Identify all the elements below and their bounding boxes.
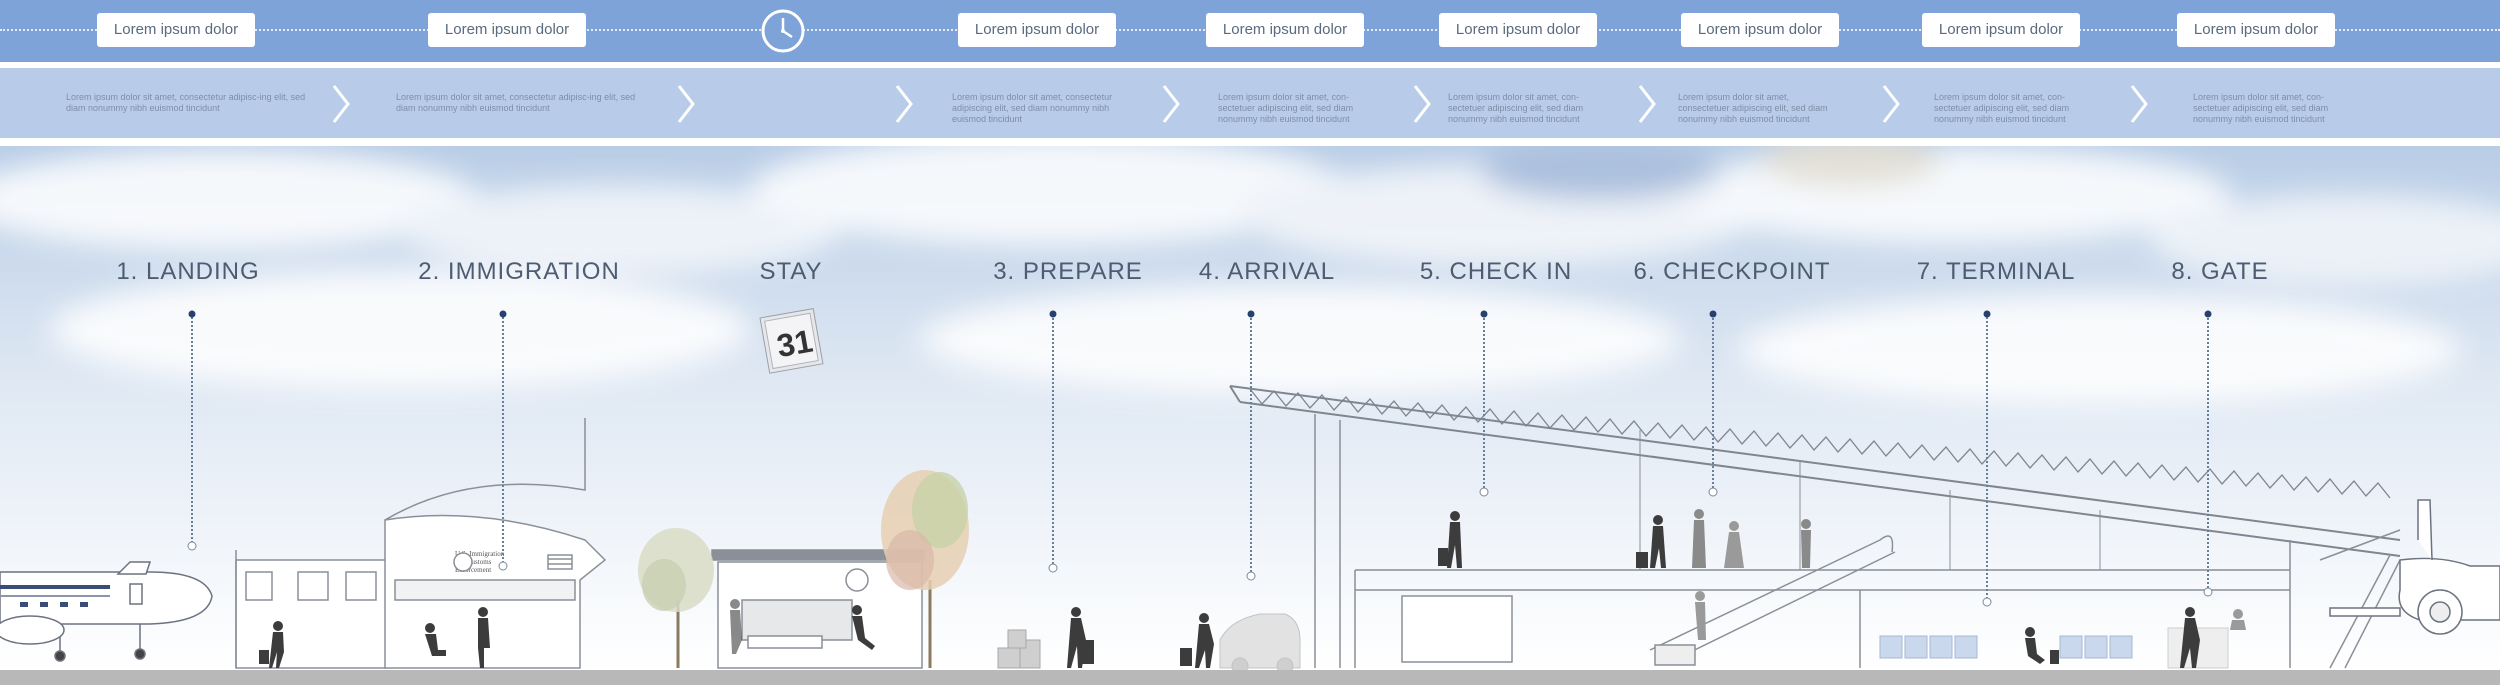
band-separator	[0, 138, 2500, 146]
pin-line-landing	[191, 314, 193, 546]
person-checkpoint-3	[1724, 521, 1744, 568]
chevron-right-icon	[895, 85, 913, 123]
terminal-roof	[1229, 385, 2401, 557]
pin-end-check-in	[1479, 487, 1489, 497]
description-7: Lorem ipsum dolor sit amet, con-sectetue…	[1934, 92, 2070, 124]
calendar-icon: 31	[759, 308, 824, 374]
stage-arrival: 4. ARRIVAL	[1198, 258, 1336, 285]
timeline-label-6: Lorem ipsum dolor	[1681, 13, 1839, 47]
sign-text-2: and Customs	[455, 558, 492, 566]
pin-line-immigration	[502, 314, 504, 566]
timeline-label-5: Lorem ipsum dolor	[1439, 13, 1597, 47]
pin-end-landing	[187, 541, 197, 551]
description-8: Lorem ipsum dolor sit amet, con-sectetue…	[2193, 92, 2329, 124]
ground	[0, 670, 2500, 685]
person-checkpoint-2	[1692, 509, 1706, 568]
pin-dot-checkpoint	[1709, 310, 1717, 318]
chevron-right-icon	[1162, 85, 1180, 123]
timeline-label-8: Lorem ipsum dolor	[2177, 13, 2335, 47]
timeline-label-7: Lorem ipsum dolor	[1922, 13, 2080, 47]
description-3: Lorem ipsum dolor sit amet, consectetur …	[952, 92, 1113, 124]
person-hotel-standing	[730, 599, 742, 654]
calendar-day: 31	[774, 323, 815, 365]
immigration-building: U.S. Immigration and Customs Enforcement	[384, 418, 607, 669]
person-checkin	[1438, 511, 1462, 568]
pin-end-gate	[2203, 587, 2213, 597]
pin-dot-immigration	[499, 310, 507, 318]
sign-text-3: Enforcement	[455, 566, 491, 574]
people	[259, 509, 2246, 668]
person-gate-agent	[2230, 609, 2246, 630]
pin-end-immigration	[498, 561, 508, 571]
timeline-label-1: Lorem ipsum dolor	[97, 13, 255, 47]
stage-stay: STAY	[759, 258, 823, 285]
chevron-right-icon	[677, 85, 695, 123]
person-prepare	[1067, 607, 1094, 668]
pin-dot-arrival	[1247, 310, 1255, 318]
terminal-building	[1314, 414, 2290, 668]
person-lower-level	[1695, 591, 1706, 640]
person-escalator	[1801, 519, 1811, 568]
pin-line-gate	[2207, 314, 2209, 592]
stage-immigration: 2. IMMIGRATION	[418, 258, 620, 285]
person-traveler-1	[259, 621, 284, 668]
pin-dot-prepare	[1049, 310, 1057, 318]
stage-terminal: 7. TERMINAL	[1916, 258, 2076, 285]
stage-check-in: 5. CHECK IN	[1419, 258, 1573, 285]
person-hotel-seated	[852, 605, 875, 650]
pin-line-check-in	[1483, 314, 1485, 492]
waiting-seats	[1879, 635, 2133, 659]
clouds	[0, 146, 2500, 405]
description-6: Lorem ipsum dolor sit amet, consectetuer…	[1678, 92, 1828, 124]
stage-landing: 1. LANDING	[116, 258, 260, 285]
person-arrival	[1180, 613, 1214, 668]
pin-dot-terminal	[1983, 310, 1991, 318]
arrival-hall	[235, 550, 387, 669]
pin-dot-landing	[188, 310, 196, 318]
chevron-right-icon	[1882, 85, 1900, 123]
pin-end-checkpoint	[1708, 487, 1718, 497]
header-separator	[0, 62, 2500, 68]
pin-line-prepare	[1052, 314, 1054, 568]
luggage-boxes	[997, 629, 1041, 669]
taxi-car	[1219, 613, 1301, 670]
timeline-label-4: Lorem ipsum dolor	[1206, 13, 1364, 47]
timeline-label-2: Lorem ipsum dolor	[428, 13, 586, 47]
pin-line-checkpoint	[1712, 314, 1714, 492]
pin-dot-gate	[2204, 310, 2212, 318]
person-checkpoint-1	[1636, 515, 1666, 568]
description-band	[0, 68, 2500, 138]
airplane-landing	[0, 561, 213, 662]
stage-gate: 8. GATE	[2171, 258, 2269, 285]
description-5: Lorem ipsum dolor sit amet, con-sectetue…	[1448, 92, 1584, 124]
pin-line-terminal	[1986, 314, 1988, 602]
description-4: Lorem ipsum dolor sit amet, con-sectetue…	[1218, 92, 1354, 124]
person-gate	[2180, 607, 2200, 668]
tree-left	[638, 528, 714, 668]
sign-text-1: U.S. Immigration	[455, 550, 505, 558]
stage-prepare: 3. PREPARE	[993, 258, 1143, 285]
tree-right	[881, 470, 969, 668]
pin-end-prepare	[1048, 563, 1058, 573]
pin-end-arrival	[1246, 571, 1256, 581]
chevron-right-icon	[1413, 85, 1431, 123]
clock-icon	[761, 9, 805, 53]
hotel-lobby	[711, 549, 925, 669]
chevron-right-icon	[2130, 85, 2148, 123]
chevron-right-icon	[1638, 85, 1656, 123]
pin-dot-check-in	[1480, 310, 1488, 318]
stage-checkpoint: 6. CHECKPOINT	[1633, 258, 1831, 285]
person-officer	[478, 607, 490, 668]
person-terminal-seated	[2025, 627, 2059, 664]
chevron-right-icon	[332, 85, 350, 123]
airplane-at-gate	[2329, 499, 2500, 635]
description-2: Lorem ipsum dolor sit amet, consectetur …	[396, 92, 636, 113]
person-seated-immigration	[425, 623, 446, 656]
pin-line-arrival	[1250, 314, 1252, 576]
timeline-label-3: Lorem ipsum dolor	[958, 13, 1116, 47]
pin-end-terminal	[1982, 597, 1992, 607]
description-1: Lorem ipsum dolor sit amet, consectetur …	[66, 92, 306, 113]
